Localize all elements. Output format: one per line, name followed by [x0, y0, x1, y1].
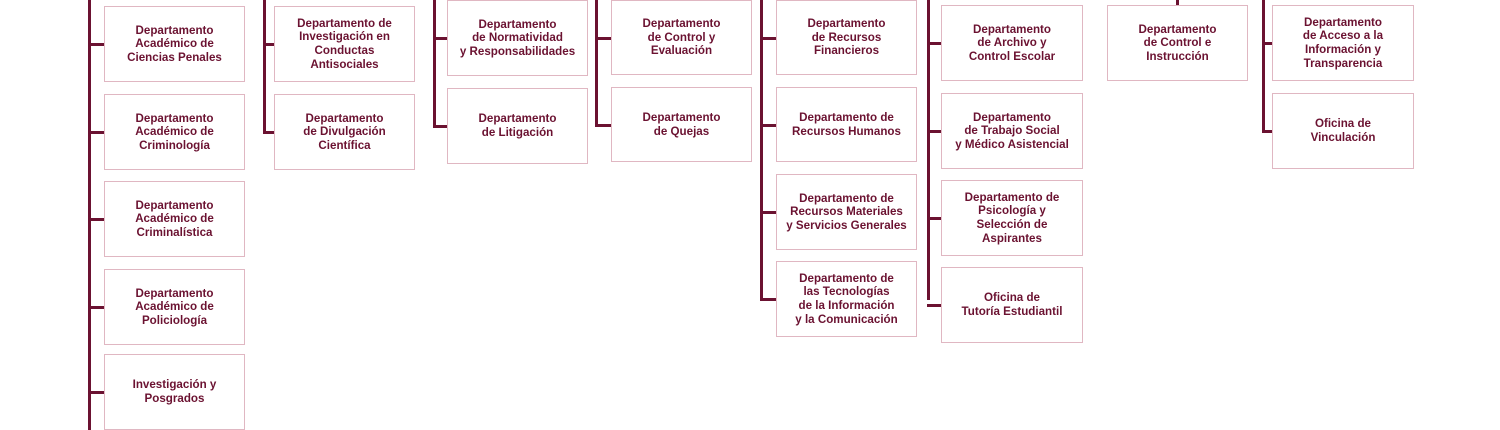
org-unit-label: Departamento de Divulgación Científica [303, 111, 386, 152]
connector-branch [595, 124, 611, 127]
org-unit-label: Departamento Académico de Policiología [135, 286, 214, 327]
org-unit-label: Departamento de Investigación en Conduct… [297, 16, 392, 71]
org-unit-label: Departamento de Recursos Financieros [807, 17, 886, 58]
connector-branch [760, 298, 776, 301]
org-unit-box: Departamento de Normatividad y Responsab… [447, 0, 588, 76]
connector-branch [88, 218, 104, 221]
connector-line [88, 0, 91, 430]
org-unit-box: Departamento de Quejas [611, 87, 752, 162]
org-unit-box: Departamento Académico de Criminalística [104, 181, 245, 257]
org-unit-label: Departamento de Recursos Humanos [792, 110, 901, 138]
org-unit-label: Investigación y Posgrados [132, 378, 217, 405]
org-unit-box: Departamento Académico de Policiología [104, 269, 245, 345]
connector-branch [88, 306, 104, 309]
connector-branch [1262, 130, 1272, 133]
org-unit-label: Departamento de Litigación [478, 112, 557, 139]
connector-branch [927, 42, 941, 45]
org-unit-label: Departamento de Recursos Materiales y Se… [786, 191, 907, 232]
org-unit-box: Departamento de Divulgación Científica [274, 94, 415, 170]
org-unit-box: Departamento de Archivo y Control Escola… [941, 5, 1083, 81]
connector-line [433, 0, 436, 127]
org-unit-box: Departamento de Control e Instrucción [1107, 5, 1248, 81]
org-unit-label: Departamento Académico de Ciencias Penal… [127, 23, 222, 64]
org-unit-box: Departamento de Trabajo Social y Médico … [941, 93, 1083, 169]
org-unit-label: Departamento de Control e Instrucción [1138, 22, 1217, 63]
org-unit-label: Departamento Académico de Criminalística [135, 198, 214, 239]
org-unit-box: Departamento de Recursos Humanos [776, 87, 917, 162]
org-unit-label: Departamento de Normatividad y Responsab… [459, 17, 576, 58]
connector-line [263, 0, 266, 132]
connector-branch [263, 43, 274, 46]
connector-branch [88, 131, 104, 134]
org-unit-box: Departamento Académico de Criminología [104, 94, 245, 170]
org-unit-box: Oficina de Vinculación [1272, 93, 1414, 169]
org-unit-box: Departamento Académico de Ciencias Penal… [104, 6, 245, 82]
connector-line [760, 0, 763, 300]
org-unit-label: Departamento de Quejas [642, 110, 721, 138]
org-unit-box: Departamento de Control y Evaluación [611, 0, 752, 75]
org-unit-box: Departamento de Investigación en Conduct… [274, 6, 415, 82]
org-unit-box: Departamento de las Tecnologías de la In… [776, 261, 917, 337]
connector-branch [88, 391, 104, 394]
connector-branch [927, 217, 941, 220]
org-unit-box: Departamento de Psicología y Selección d… [941, 180, 1083, 256]
connector-branch [760, 37, 776, 40]
org-unit-box: Departamento de Recursos Materiales y Se… [776, 174, 917, 250]
connector-branch [595, 37, 611, 40]
org-unit-label: Departamento de las Tecnologías de la In… [795, 271, 898, 326]
org-unit-box: Departamento de Acceso a la Información … [1272, 5, 1414, 81]
org-unit-label: Departamento de Archivo y Control Escola… [968, 22, 1056, 63]
connector-branch [760, 124, 776, 127]
connector-branch [1262, 42, 1272, 45]
org-unit-box: Oficina de Tutoría Estudiantil [941, 267, 1083, 343]
connector-branch [263, 131, 274, 134]
org-unit-label: Departamento de Trabajo Social y Médico … [955, 110, 1069, 151]
org-unit-label: Departamento de Acceso a la Información … [1302, 15, 1384, 70]
connector-branch [433, 125, 447, 128]
org-unit-label: Oficina de Tutoría Estudiantil [961, 291, 1063, 318]
org-unit-box: Departamento de Litigación [447, 88, 588, 164]
connector-line [1262, 0, 1265, 131]
connector-line [595, 0, 598, 126]
connector-branch [927, 130, 941, 133]
org-unit-label: Departamento de Control y Evaluación [642, 17, 721, 58]
connector-branch [927, 304, 941, 307]
connector-branch [88, 43, 104, 46]
org-unit-box: Departamento de Recursos Financieros [776, 0, 917, 75]
org-unit-label: Oficina de Vinculación [1310, 117, 1376, 144]
connector-branch [433, 37, 447, 40]
org-unit-label: Departamento Académico de Criminología [135, 111, 214, 152]
connector-branch [760, 211, 776, 214]
org-unit-label: Departamento de Psicología y Selección d… [964, 190, 1060, 245]
connector-line [1176, 0, 1179, 5]
org-unit-box: Investigación y Posgrados [104, 354, 245, 430]
connector-line [927, 0, 930, 300]
